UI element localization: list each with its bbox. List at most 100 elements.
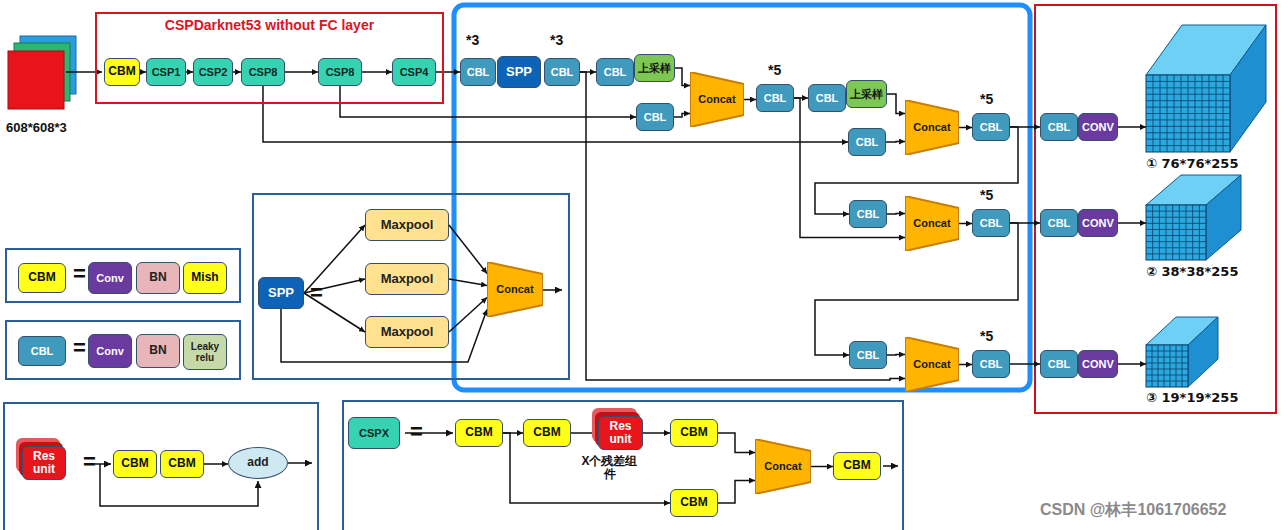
- block-label: CBL: [857, 208, 880, 220]
- cbl-block: CBL: [1040, 209, 1078, 237]
- connector-arrow: [449, 279, 487, 286]
- connector-arrow: [674, 114, 690, 118]
- block-label: CSP1: [152, 66, 181, 78]
- add-ellipse: add: [228, 447, 288, 479]
- concat-outline: [755, 439, 811, 494]
- block-label: CONV: [1082, 358, 1114, 370]
- concat-block: Concat: [905, 337, 959, 392]
- mish-block: Mish: [183, 262, 227, 294]
- tensor-cube: [1146, 175, 1243, 262]
- block-label: CBL: [551, 66, 574, 78]
- block-label: Maxpool: [381, 325, 434, 339]
- connector-arrow: [204, 463, 228, 465]
- connector-arrow: [233, 71, 241, 73]
- block-label: CSPX: [359, 427, 389, 439]
- cbl-block: CBL: [849, 341, 887, 369]
- block-label: CBL: [1048, 121, 1071, 133]
- output-tensor: ① 76*76*255: [1146, 25, 1270, 175]
- concat-block: Concat: [487, 262, 543, 317]
- block-label: Concat: [764, 460, 801, 472]
- equals-sign: =: [410, 420, 423, 444]
- component-note: X个残差组件: [577, 455, 642, 481]
- block-label: CSP8: [326, 66, 355, 78]
- connector-arrow: [281, 309, 487, 362]
- output-size: ③ 19*19*255: [1146, 391, 1238, 405]
- cbl-block: CBL: [596, 58, 634, 86]
- block-label: Maxpool: [381, 218, 434, 232]
- csp-block: CSPX: [348, 417, 400, 449]
- cbm-block: CBM: [160, 450, 204, 478]
- cube-grid: [1146, 205, 1206, 260]
- cbl-block: CBL: [808, 84, 846, 112]
- maxpool-block: Maxpool: [365, 316, 449, 348]
- neck-frame: [454, 5, 1030, 390]
- csp-block: CSP1: [146, 58, 186, 86]
- concat-block: Concat: [905, 100, 959, 155]
- concat-outline: [905, 337, 959, 392]
- tensor-cube: [1146, 317, 1220, 389]
- block-label: 上采样: [638, 62, 671, 74]
- cbm-block: CBM: [523, 419, 571, 447]
- connector-arrow: [718, 433, 755, 453]
- concat-outline: [905, 196, 959, 251]
- res-unit-block: Res unitX个残差组件: [598, 416, 643, 450]
- output-arrow: [883, 465, 898, 467]
- block-label: CSP8: [249, 66, 278, 78]
- connector-arrow: [571, 432, 598, 434]
- head-frame: [1035, 5, 1276, 413]
- cbm-block: CBM: [670, 489, 718, 517]
- cbl-block: CBL: [544, 58, 580, 86]
- spp-block: SPP: [497, 56, 541, 88]
- cbl-block: CBL: [460, 58, 496, 86]
- input-image-layer: [8, 51, 64, 109]
- cbl-block: CBL: [756, 84, 794, 112]
- input-size: 608*608*3: [6, 120, 67, 135]
- cbl-block: CBL: [972, 113, 1010, 141]
- cbl-block: CBL: [848, 128, 886, 156]
- connector-arrow: [1118, 126, 1146, 128]
- repeat-count: *5: [980, 187, 993, 203]
- connector-arrow: [887, 213, 905, 215]
- cube-side: [1230, 25, 1266, 152]
- block-label: Conv: [96, 345, 124, 357]
- block-label: Res unit: [26, 450, 62, 476]
- block-label: BN: [149, 344, 166, 357]
- concat-outline: [690, 72, 744, 127]
- output-arrow: [288, 462, 312, 464]
- block-label: SPP: [506, 65, 532, 79]
- connector-arrow: [886, 141, 905, 143]
- definition-box: =SPPMaxpoolMaxpoolMaxpoolConcat: [252, 193, 570, 380]
- bn-block: BN: [136, 334, 180, 368]
- connector-arrow: [285, 71, 318, 73]
- cbm-block: CBM: [670, 419, 718, 447]
- block-label: 上采样: [850, 88, 883, 100]
- connector-arrow: [340, 86, 636, 117]
- concat-outline: [905, 100, 959, 155]
- connector-arrow: [887, 354, 905, 356]
- block-label: CBM: [843, 459, 870, 472]
- cbl-block: CBL: [972, 350, 1010, 378]
- cube-front: [1146, 345, 1188, 387]
- connector-arrow: [580, 72, 905, 380]
- concat-block: Concat: [755, 439, 811, 494]
- connector-arrow: [744, 99, 756, 101]
- cbl-block: CBL: [972, 209, 1010, 237]
- block-label: Concat: [913, 358, 950, 370]
- definition-box: =CSPXCBMCBMRes unitX个残差组件CBMCBMConcatCBM: [342, 400, 904, 530]
- block-label: CBM: [168, 457, 195, 470]
- csp-block: CSP2: [193, 58, 233, 86]
- block-label: CBL: [980, 217, 1003, 229]
- block-label: CBL: [857, 349, 880, 361]
- connector-arrow: [794, 98, 905, 238]
- conv-block: Conv: [88, 334, 132, 368]
- cbm-block: CBM: [833, 452, 881, 480]
- cbl-block: CBL: [849, 200, 887, 228]
- block-label: Leaky relu: [186, 341, 224, 363]
- block-label: CBL: [1048, 217, 1071, 229]
- block-label: CBM: [28, 271, 55, 284]
- cbm-block: CBM: [455, 419, 503, 447]
- block-label: Concat: [913, 121, 950, 133]
- repeat-count: *5: [980, 91, 993, 107]
- equals-sign: =: [73, 336, 86, 360]
